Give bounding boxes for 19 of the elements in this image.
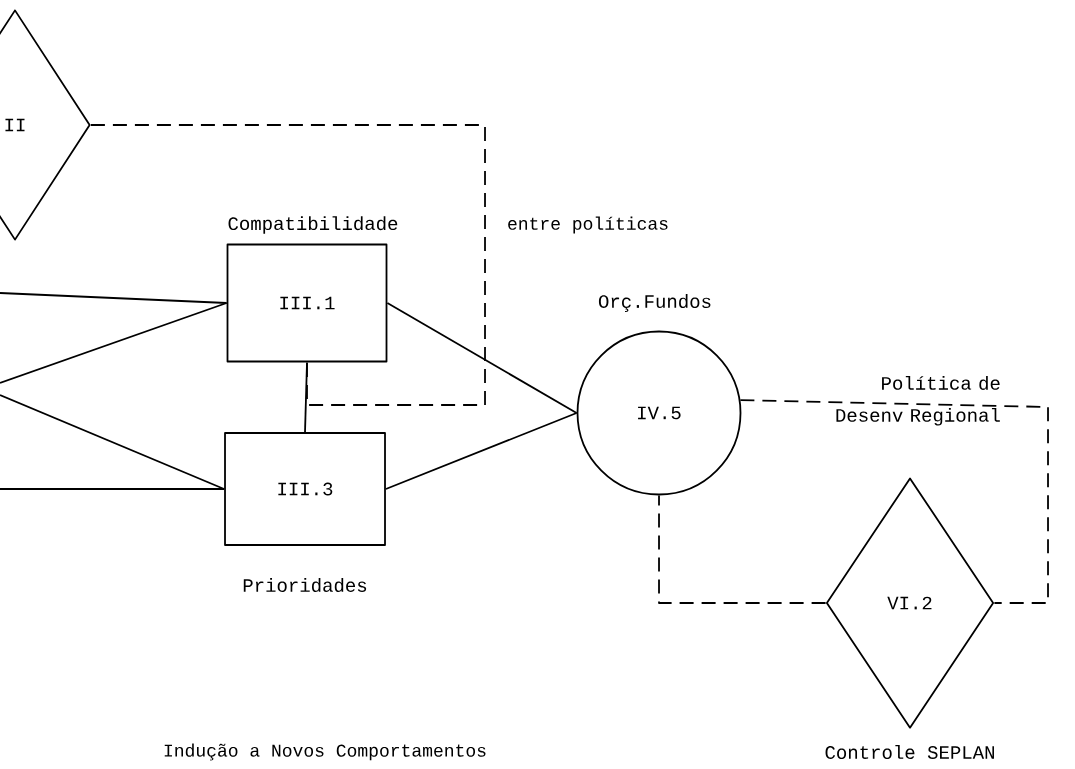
node-caption: Controle SEPLAN [825, 745, 994, 759]
connector-line [90, 124, 486, 406]
caption-text: entre políticas [508, 216, 668, 234]
connector-line [0, 488, 225, 490]
process-box: III.3 [224, 432, 386, 546]
connector-line [739, 399, 1049, 604]
connector-line [0, 394, 225, 490]
connector-line [658, 494, 827, 604]
connector-line [0, 292, 228, 304]
connector-line [386, 302, 578, 414]
node-caption: Orç.Fundos [598, 294, 711, 312]
edge-label: Política de Desenv Regional [836, 375, 1000, 426]
process-box: III.1 [226, 243, 388, 363]
connector-line [0, 302, 228, 384]
node-caption: Prioridades [243, 578, 367, 592]
caption-text: Indução a Novos Comportamentos [164, 743, 486, 761]
connector-line [385, 412, 578, 490]
connector-line [304, 361, 308, 433]
node-caption: Compatibilidade [228, 216, 398, 234]
